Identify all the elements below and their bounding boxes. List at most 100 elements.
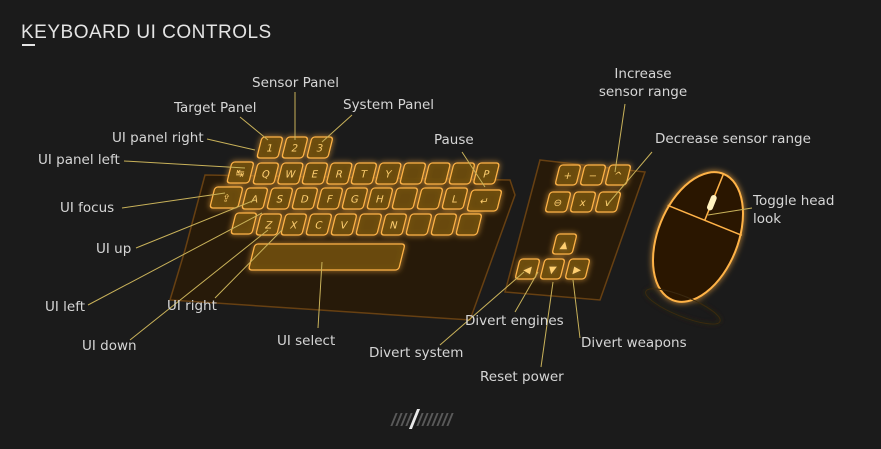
leader-line bbox=[239, 116, 269, 141]
label-ui-left: UI left bbox=[45, 299, 86, 315]
key-Q: Q bbox=[252, 162, 280, 185]
key-legend: F bbox=[325, 195, 334, 206]
key-blank bbox=[391, 187, 419, 210]
key-legend: ↹ bbox=[234, 169, 245, 180]
key-legend: − bbox=[587, 171, 598, 182]
key-legend: ↵ bbox=[478, 197, 489, 208]
key-blank bbox=[399, 162, 427, 185]
key-legend: E bbox=[310, 170, 319, 181]
mouse-icon bbox=[645, 171, 744, 325]
numpad-key: v bbox=[594, 191, 622, 213]
key-legend: ⇪ bbox=[220, 194, 231, 205]
label-ui-up: UI up bbox=[96, 241, 132, 257]
key-legend: P bbox=[482, 170, 491, 181]
numpad-key: − bbox=[579, 164, 607, 186]
leader-line bbox=[707, 207, 753, 216]
key-W: W bbox=[277, 162, 304, 185]
arrow-down-key: ▼ bbox=[539, 258, 566, 280]
key-legend: Y bbox=[383, 170, 394, 181]
key-G: G bbox=[341, 187, 369, 210]
key-legend: ▼ bbox=[547, 265, 558, 276]
label-divert-system: Divert system bbox=[369, 345, 464, 361]
key-Y: Y bbox=[375, 162, 402, 185]
key-legend: ▲ bbox=[559, 240, 570, 251]
key-legend: C bbox=[314, 221, 324, 232]
key-legend: Z bbox=[264, 221, 274, 232]
leader-line bbox=[614, 103, 626, 173]
leader-line bbox=[129, 229, 269, 341]
leader-line bbox=[214, 229, 283, 299]
key-P: P bbox=[473, 162, 500, 185]
leader-line bbox=[514, 271, 539, 313]
key-legend: R bbox=[334, 170, 344, 181]
leader-line bbox=[439, 271, 525, 346]
key-legend: Q bbox=[260, 170, 271, 181]
page-indicator[interactable] bbox=[390, 409, 454, 429]
label-ui-panel-right: UI panel right bbox=[112, 130, 204, 146]
label-toggle-head-look: Toggle head look bbox=[753, 192, 834, 228]
key-blank bbox=[405, 213, 433, 236]
leader-line bbox=[321, 114, 353, 143]
key-V: V bbox=[330, 213, 358, 236]
leader-line bbox=[461, 151, 486, 188]
label-system-panel: System Panel bbox=[343, 97, 435, 113]
leader-line bbox=[606, 151, 653, 206]
key-1: 1 bbox=[256, 136, 284, 159]
numpad-key: + bbox=[554, 164, 582, 186]
label-ui-panel-left: UI panel left bbox=[38, 152, 120, 168]
label-sensor-panel: Sensor Panel bbox=[252, 75, 339, 91]
key-X: X bbox=[280, 213, 308, 236]
arrow-up-key: ▲ bbox=[551, 233, 578, 255]
key-D: D bbox=[291, 187, 319, 210]
numpad-key: x bbox=[569, 191, 597, 213]
label-line: Toggle head bbox=[753, 193, 835, 209]
mouse-wheel bbox=[706, 195, 717, 211]
label-ui-focus: UI focus bbox=[60, 200, 115, 216]
leader-line bbox=[572, 279, 581, 339]
key-legend: 1 bbox=[265, 144, 274, 155]
label-line: sensor range bbox=[598, 84, 688, 100]
key-A: A bbox=[241, 187, 269, 210]
label-ui-right: UI right bbox=[167, 298, 217, 314]
key-spacebar bbox=[248, 243, 406, 271]
key-legend: X bbox=[289, 221, 299, 232]
key-C: C bbox=[305, 213, 333, 236]
key-shift bbox=[230, 212, 258, 235]
leader-line bbox=[317, 261, 323, 329]
leader-line bbox=[121, 192, 226, 209]
key-caps: ⇪ bbox=[209, 186, 244, 209]
key-blank bbox=[430, 213, 458, 236]
label-pause: Pause bbox=[434, 132, 474, 148]
key-H: H bbox=[366, 187, 394, 210]
key-3: 3 bbox=[306, 136, 334, 159]
label-line: Increase bbox=[614, 66, 672, 82]
key-Z: Z bbox=[255, 213, 283, 236]
key-legend: S bbox=[275, 195, 284, 206]
key-legend: L bbox=[450, 195, 459, 206]
numpad-key: ^ bbox=[604, 164, 632, 186]
key-legend: 3 bbox=[315, 144, 324, 155]
key-legend: + bbox=[562, 171, 573, 182]
leader-line bbox=[123, 160, 246, 169]
key-blank bbox=[424, 162, 451, 185]
key-2: 2 bbox=[281, 136, 309, 159]
leader-line bbox=[540, 281, 554, 368]
key-legend: D bbox=[299, 195, 310, 206]
key-legend: T bbox=[358, 170, 369, 181]
label-divert-engines: Divert engines bbox=[465, 313, 564, 329]
key-legend: ▶ bbox=[572, 265, 583, 276]
key-legend: W bbox=[284, 170, 297, 181]
key-tab: ↹ bbox=[226, 161, 255, 184]
key-R: R bbox=[326, 162, 353, 185]
key-legend: x bbox=[578, 198, 587, 209]
key-legend: V bbox=[339, 221, 349, 232]
key-N: N bbox=[380, 213, 408, 236]
numpad-key: ⊖ bbox=[544, 191, 572, 213]
key-legend: H bbox=[374, 195, 384, 206]
label-reset-power: Reset power bbox=[480, 369, 564, 385]
label-line: look bbox=[753, 211, 782, 227]
leader-line bbox=[135, 199, 256, 249]
leader-line bbox=[87, 212, 263, 306]
